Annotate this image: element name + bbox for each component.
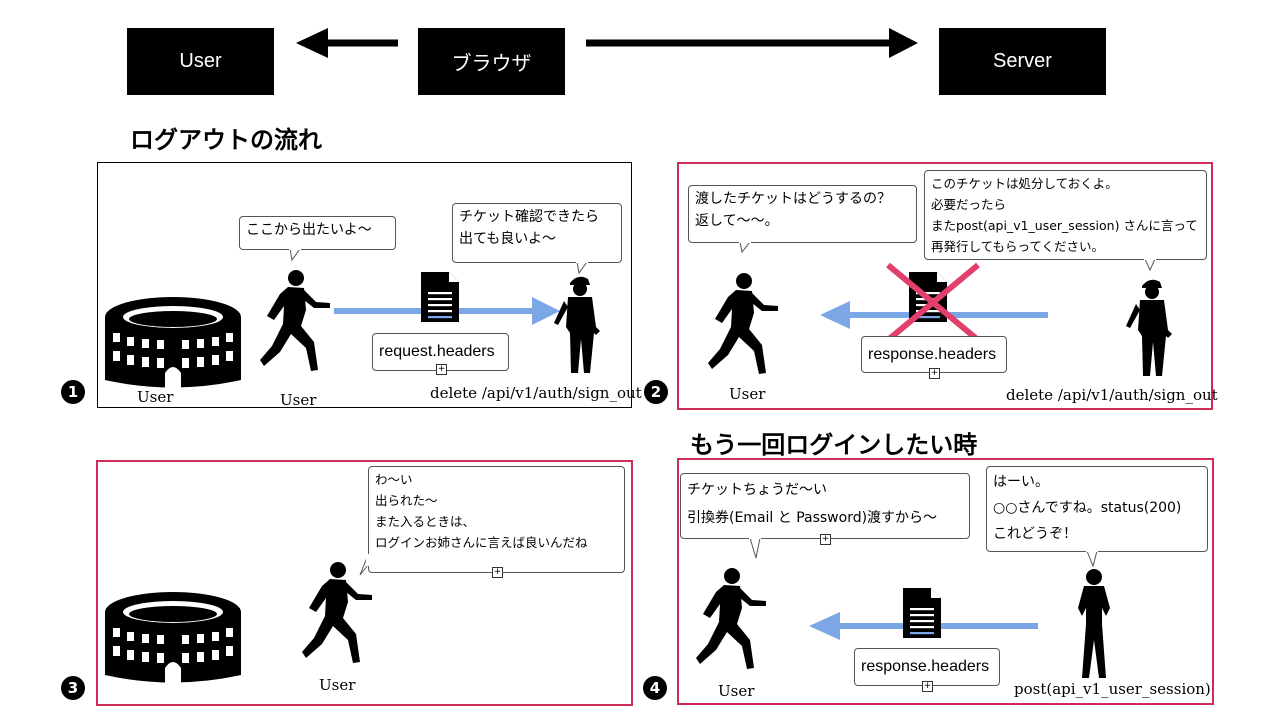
expand-icon: + (929, 368, 940, 379)
panel-2-caption-endpoint: delete /api/v1/auth/sign_out (1006, 386, 1218, 404)
cross-icon (886, 262, 980, 343)
panel-2-caption-user: User (729, 385, 766, 403)
panel-3-caption-user: User (319, 676, 356, 694)
panel-2-server-bubble: このチケットは処分しておくよ。 必要だったら またpost(api_v1_use… (924, 170, 1207, 260)
step-number-4: 4 (643, 676, 667, 700)
server-box-label: Server (993, 50, 1052, 72)
step-number-3: 3 (61, 676, 85, 700)
arrow-to-user (296, 28, 398, 58)
panel-1-caption-coliseum: User (137, 388, 174, 406)
user-box: User (127, 28, 274, 95)
panel-4-server-bubble: はーい。 ○○さんですね。status(200) これどうぞ！ (986, 466, 1208, 552)
panel-4-caption-endpoint: post(api_v1_user_session) (1014, 680, 1211, 698)
server-box: Server (939, 28, 1106, 95)
expand-icon: + (492, 567, 503, 578)
panel-2 (677, 162, 1213, 410)
panel-3 (96, 460, 633, 706)
panel-2-user-bubble: 渡したチケットはどうするの？ 返して〜〜。 (688, 185, 917, 243)
response-headers-label: response.headers (854, 648, 1000, 686)
arrow-to-server (586, 28, 918, 58)
panel-1-server-bubble: チケット確認できたら 出ても良いよ〜 (452, 203, 622, 263)
panel-4-user-bubble: チケットちょうだ〜い 引換券(Email と Password)渡すから〜 (680, 473, 970, 539)
panel-4-caption-user: User (718, 682, 755, 700)
step-number-2: 2 (644, 380, 668, 404)
panel-4 (677, 458, 1214, 705)
panel-3-user-bubble: わ〜い 出られた〜 また入るときは、 ログインお姉さんに言えば良いんだね (368, 466, 625, 573)
panel-1 (97, 162, 632, 408)
expand-icon: + (820, 534, 831, 545)
panel-1-caption-endpoint: delete /api/v1/auth/sign_out (430, 384, 642, 402)
browser-box: ブラウザ (418, 28, 565, 95)
expand-icon: + (922, 681, 933, 692)
panel-1-caption-user: User (280, 391, 317, 409)
logout-flow-title: ログアウトの流れ (130, 125, 322, 154)
expand-icon: + (436, 364, 447, 375)
user-box-label: User (179, 50, 222, 72)
browser-box-label: ブラウザ (451, 53, 532, 75)
step-number-1: 1 (61, 380, 85, 404)
relogin-title: もう一回ログインしたい時 (690, 430, 978, 459)
panel-1-user-bubble: ここから出たいよ〜 (239, 216, 396, 250)
